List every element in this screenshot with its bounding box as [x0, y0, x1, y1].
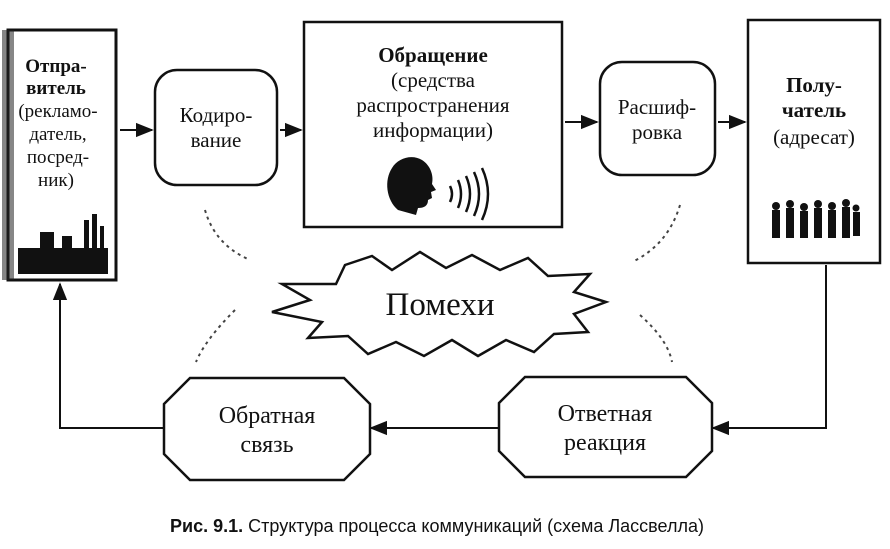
- message-line-3: информации): [373, 118, 493, 142]
- noise-hatching: [195, 204, 681, 363]
- feedback-line-1: Обратная: [219, 403, 316, 429]
- message-box: Обращение (средства распространения инфо…: [302, 20, 564, 229]
- caption-prefix: Рис. 9.1.: [170, 516, 243, 536]
- factory-icon: [18, 214, 108, 274]
- encoding-line-2: вание: [191, 128, 242, 152]
- noise-label: Помехи: [386, 287, 495, 323]
- decoding-line-2: ровка: [632, 120, 683, 144]
- sender-line-3: (рекламо-: [18, 101, 97, 122]
- message-line-1: (средства: [391, 68, 476, 92]
- sender-line-1: Отпра-: [25, 56, 86, 77]
- figure-caption: Рис. 9.1. Структура процесса коммуникаци…: [170, 516, 704, 536]
- receiver-line-2: чатель: [782, 98, 846, 122]
- caption-text: Структура процесса коммуникаций (схема Л…: [243, 516, 704, 536]
- scan-edge-shading: [2, 30, 14, 280]
- noise-arc-right-bottom: [639, 314, 673, 363]
- feedback-line-2: связь: [240, 432, 293, 458]
- decoding-box: Расшиф- ровка: [598, 60, 717, 177]
- arrow-receiver-to-response: [711, 265, 827, 436]
- sender-line-2: витель: [26, 78, 86, 99]
- sender-line-6: ник): [38, 170, 74, 191]
- noise-starburst: Помехи: [271, 250, 610, 358]
- receiver-line-1: Полу-: [786, 73, 842, 97]
- message-title: Обращение: [378, 43, 488, 67]
- forward-arrows: [120, 114, 747, 138]
- sender-box: Отпра- витель (рекламо- датель, посред- …: [2, 28, 118, 282]
- encoding-line-1: Кодиро-: [180, 103, 253, 127]
- sender-line-4: датель,: [29, 124, 86, 145]
- response-line-1: Ответная: [558, 401, 653, 427]
- response-line-2: реакция: [564, 430, 646, 456]
- noise-arc-left-top: [204, 209, 251, 261]
- noise-arc-left-bottom: [195, 309, 236, 363]
- message-line-2: распространения: [356, 93, 510, 117]
- feedback-box: Обратная связь: [162, 376, 372, 482]
- arrow-feedback-to-sender: [52, 282, 163, 429]
- encoding-box: Кодиро- вание: [153, 68, 279, 187]
- feedback-loop: [52, 265, 827, 436]
- people-icon: [772, 199, 860, 238]
- sender-line-5: посред-: [27, 147, 89, 168]
- receiver-line-3: (адресат): [773, 125, 855, 149]
- response-box: Ответная реакция: [497, 375, 714, 479]
- decoding-line-1: Расшиф-: [618, 95, 696, 119]
- noise-arc-right-top: [631, 204, 681, 263]
- speaking-head-icon: [387, 157, 490, 221]
- receiver-box: Полу- чатель (адресат): [746, 18, 882, 265]
